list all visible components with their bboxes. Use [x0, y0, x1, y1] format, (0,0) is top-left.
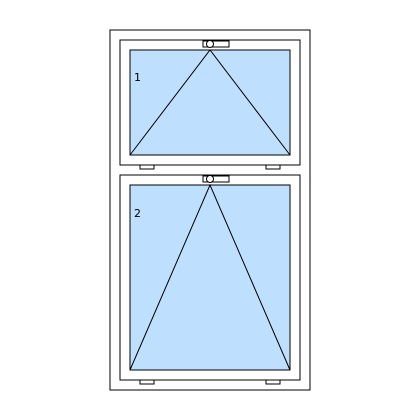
- sash-1-handle-icon: [202, 40, 230, 48]
- sash-1-hinge-left: [139, 164, 155, 170]
- sash-2-opening-indicator: [129, 183, 291, 371]
- sash-2-handle-icon: [202, 175, 230, 183]
- sash-2-hinge-left: [139, 379, 155, 385]
- sash-1-glass: [129, 49, 291, 156]
- sash-2-glass: [129, 184, 291, 371]
- sash-1: 1: [119, 39, 301, 170]
- sash-1-hinge-right: [265, 164, 281, 170]
- sash-1-label: 1: [134, 71, 141, 84]
- sash-2-label: 2: [134, 207, 141, 220]
- sash-2: 2: [119, 174, 301, 385]
- sash-1-opening-indicator: [129, 49, 291, 156]
- sash-2-hinge-right: [265, 379, 281, 385]
